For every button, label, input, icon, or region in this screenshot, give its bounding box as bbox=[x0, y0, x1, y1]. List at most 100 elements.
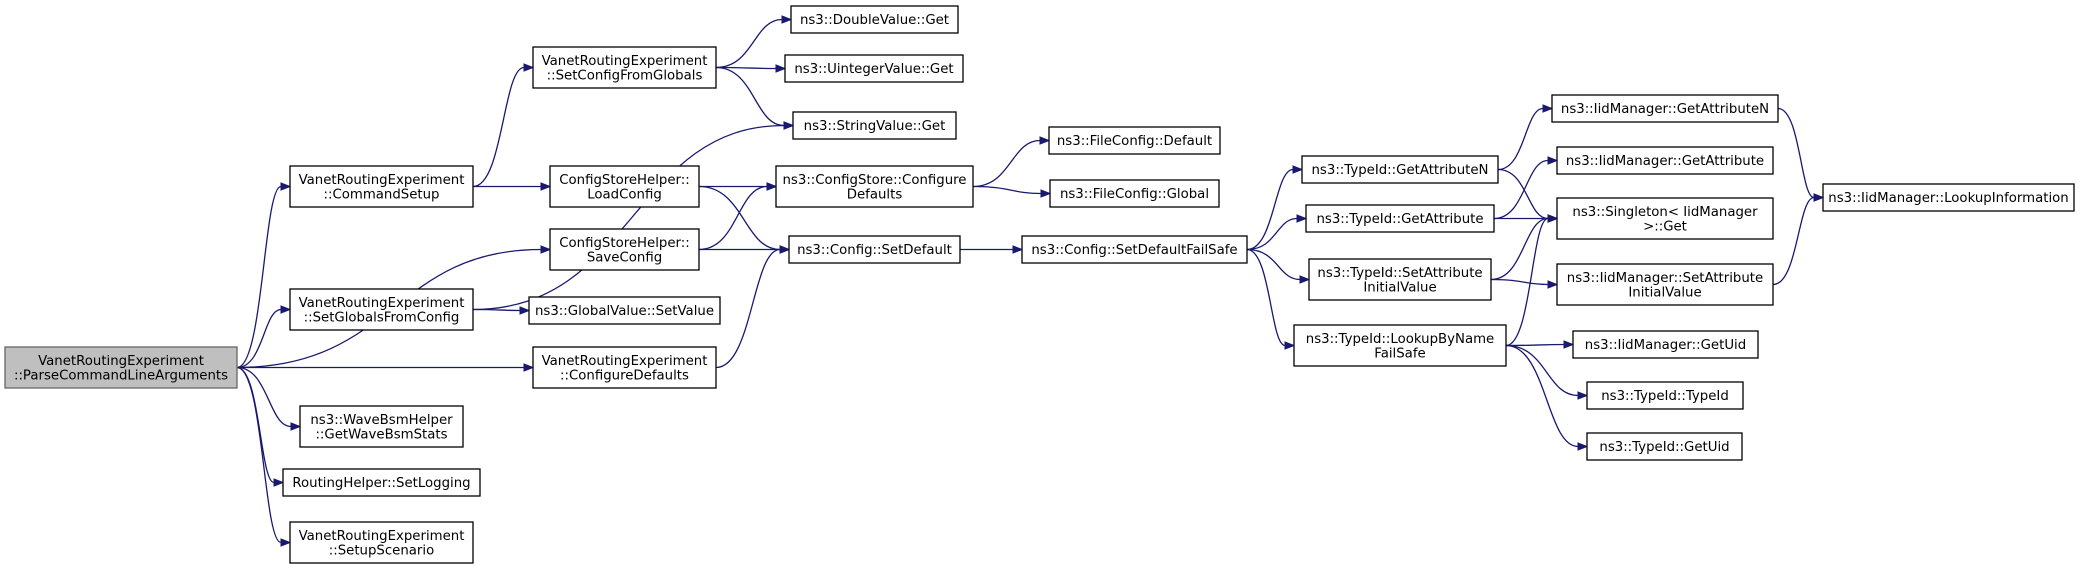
edge-arrowhead bbox=[1577, 442, 1589, 451]
node-saveconfig[interactable]: ConfigStoreHelper::SaveConfig bbox=[549, 228, 700, 271]
edge-arrowhead bbox=[1292, 165, 1304, 174]
node-label: ns3::WaveBsmHelper bbox=[310, 413, 453, 428]
node-iid_setattr[interactable]: ns3::IidManager::SetAttributeInitialValu… bbox=[1556, 263, 1774, 306]
node-label: ns3::IidManager::GetAttribute bbox=[1566, 154, 1764, 169]
edge-arrowhead bbox=[523, 363, 535, 372]
node-iid_getuid[interactable]: ns3::IidManager::GetUid bbox=[1572, 330, 1759, 359]
node-label: VanetRoutingExperiment bbox=[299, 529, 465, 544]
node-label: ::GetWaveBsmStats bbox=[315, 427, 447, 442]
node-box bbox=[1556, 263, 1774, 306]
edge-setdefaultfailsafe-to-tid_lookup bbox=[1246, 248, 1296, 350]
node-iid_getattrn[interactable]: ns3::IidManager::GetAttributeN bbox=[1551, 94, 1779, 123]
node-box bbox=[775, 165, 974, 208]
node-label: ns3::IidManager::SetAttribute bbox=[1567, 271, 1763, 286]
edge-setglobals-to-globalvalueset bbox=[472, 306, 531, 315]
node-setdefault[interactable]: ns3::Config::SetDefault bbox=[788, 235, 961, 264]
node-label: ns3::FileConfig::Default bbox=[1057, 134, 1212, 149]
node-tid_getattrn[interactable]: ns3::TypeId::GetAttributeN bbox=[1301, 155, 1499, 184]
edge-line bbox=[1505, 217, 1549, 347]
edge-arrowhead bbox=[280, 538, 292, 547]
node-configuredefaults[interactable]: VanetRoutingExperiment::ConfigureDefault… bbox=[532, 346, 717, 389]
node-uintget[interactable]: ns3::UintegerValue::Get bbox=[784, 54, 964, 83]
node-box bbox=[1586, 432, 1743, 461]
node-singleton[interactable]: ns3::Singleton< IidManager >::Get bbox=[1556, 197, 1774, 240]
node-doubleget[interactable]: ns3::DoubleValue::Get bbox=[790, 5, 959, 34]
node-label: ns3::GlobalValue::SetValue bbox=[535, 304, 714, 319]
node-label: VanetRoutingExperiment bbox=[299, 173, 465, 188]
node-tid_typeid[interactable]: ns3::TypeId::TypeId bbox=[1586, 381, 1744, 410]
edge-line bbox=[236, 366, 282, 544]
node-box bbox=[1301, 155, 1499, 184]
node-csconfigure[interactable]: ns3::ConfigStore::ConfigureDefaults bbox=[775, 165, 974, 208]
edge-tid_lookup-to-tid_typeid bbox=[1505, 344, 1589, 400]
edge-line bbox=[715, 18, 783, 69]
node-box bbox=[1551, 94, 1779, 123]
node-parse: VanetRoutingExperiment::ParseCommandLine… bbox=[4, 346, 238, 389]
edge-line bbox=[1246, 248, 1301, 281]
edge-arrowhead bbox=[1547, 280, 1559, 289]
node-label: ns3::Config::SetDefaultFailSafe bbox=[1031, 243, 1237, 258]
edge-arrowhead bbox=[1299, 275, 1311, 284]
node-box bbox=[1049, 179, 1220, 208]
node-label: ns3::Config::SetDefault bbox=[797, 243, 952, 258]
node-label: ns3::TypeId::GetUid bbox=[1599, 440, 1729, 455]
node-setupscenario[interactable]: VanetRoutingExperiment::SetupScenario bbox=[289, 521, 474, 564]
edge-parse-to-wavebsm bbox=[236, 366, 302, 431]
node-box bbox=[289, 521, 474, 564]
node-setlogging[interactable]: RoutingHelper::SetLogging bbox=[282, 468, 481, 497]
edge-csconfigure-to-fcdefault bbox=[972, 136, 1051, 188]
node-iid_lookupinfo[interactable]: ns3::IidManager::LookupInformation bbox=[1822, 183, 2075, 212]
edge-arrowhead bbox=[1040, 189, 1052, 198]
edge-tid_setattr-to-iid_setattr bbox=[1490, 278, 1559, 289]
edge-line bbox=[1505, 344, 1579, 397]
node-stringget[interactable]: ns3::StringValue::Get bbox=[792, 111, 957, 140]
node-fcglobal[interactable]: ns3::FileConfig::Global bbox=[1049, 179, 1220, 208]
nodes-layer: VanetRoutingExperiment::ParseCommandLine… bbox=[4, 5, 2075, 564]
edge-arrowhead bbox=[540, 182, 552, 191]
node-tid_getuid[interactable]: ns3::TypeId::GetUid bbox=[1586, 432, 1743, 461]
node-globalvalueset[interactable]: ns3::GlobalValue::SetValue bbox=[528, 296, 721, 325]
node-box bbox=[4, 346, 238, 389]
edge-line bbox=[1772, 196, 1815, 286]
node-cmdsetup[interactable]: VanetRoutingExperiment::CommandSetup bbox=[289, 165, 474, 208]
edge-tid_getattr-to-iid_getattr bbox=[1493, 156, 1559, 220]
edge-parse-to-configuredefaults bbox=[237, 363, 535, 372]
edge-tid_lookup-to-tid_getuid bbox=[1505, 344, 1589, 451]
node-box bbox=[1308, 258, 1492, 301]
edge-iid_setattr-to-iid_lookupinfo bbox=[1772, 193, 1825, 286]
node-setdefaultfailsafe[interactable]: ns3::Config::SetDefaultFailSafe bbox=[1021, 235, 1248, 264]
node-label: ns3::TypeId::TypeId bbox=[1601, 389, 1729, 404]
node-setconfigfromglobals[interactable]: VanetRoutingExperiment::SetConfigFromGlo… bbox=[532, 46, 717, 89]
edge-line bbox=[698, 185, 768, 251]
node-box bbox=[790, 5, 959, 34]
edge-arrowhead bbox=[1039, 136, 1051, 145]
node-box bbox=[792, 111, 957, 140]
node-iid_getattr[interactable]: ns3::IidManager::GetAttribute bbox=[1556, 146, 1774, 175]
edge-line bbox=[698, 185, 781, 251]
edge-line bbox=[236, 366, 292, 428]
edge-line bbox=[1497, 168, 1549, 220]
edge-arrowhead bbox=[1563, 340, 1575, 349]
edge-saveconfig-to-csconfigure bbox=[698, 182, 778, 251]
node-label: ns3::IidManager::LookupInformation bbox=[1828, 191, 2068, 206]
edge-cmdsetup-to-loadconfig bbox=[473, 182, 552, 191]
node-label: SaveConfig bbox=[587, 250, 662, 265]
node-label: FailSafe bbox=[1374, 346, 1425, 361]
edge-line bbox=[715, 66, 777, 70]
edge-arrowhead bbox=[766, 182, 778, 191]
node-box bbox=[1556, 197, 1774, 240]
node-setglobals[interactable]: VanetRoutingExperiment::SetGlobalsFromCo… bbox=[289, 288, 474, 331]
edge-arrowhead bbox=[519, 306, 531, 315]
node-tid_getattr[interactable]: ns3::TypeId::GetAttribute bbox=[1305, 204, 1495, 233]
node-label: ns3::UintegerValue::Get bbox=[794, 62, 953, 77]
node-fcdefault[interactable]: ns3::FileConfig::Default bbox=[1048, 126, 1221, 155]
edge-arrowhead bbox=[523, 63, 535, 72]
edge-line bbox=[472, 66, 525, 188]
node-box bbox=[1586, 381, 1744, 410]
node-loadconfig[interactable]: ConfigStoreHelper::LoadConfig bbox=[549, 165, 700, 208]
node-box bbox=[1021, 235, 1248, 264]
edge-setconfigfromglobals-to-doubleget bbox=[715, 15, 793, 69]
node-wavebsm[interactable]: ns3::WaveBsmHelper::GetWaveBsmStats bbox=[299, 405, 464, 448]
